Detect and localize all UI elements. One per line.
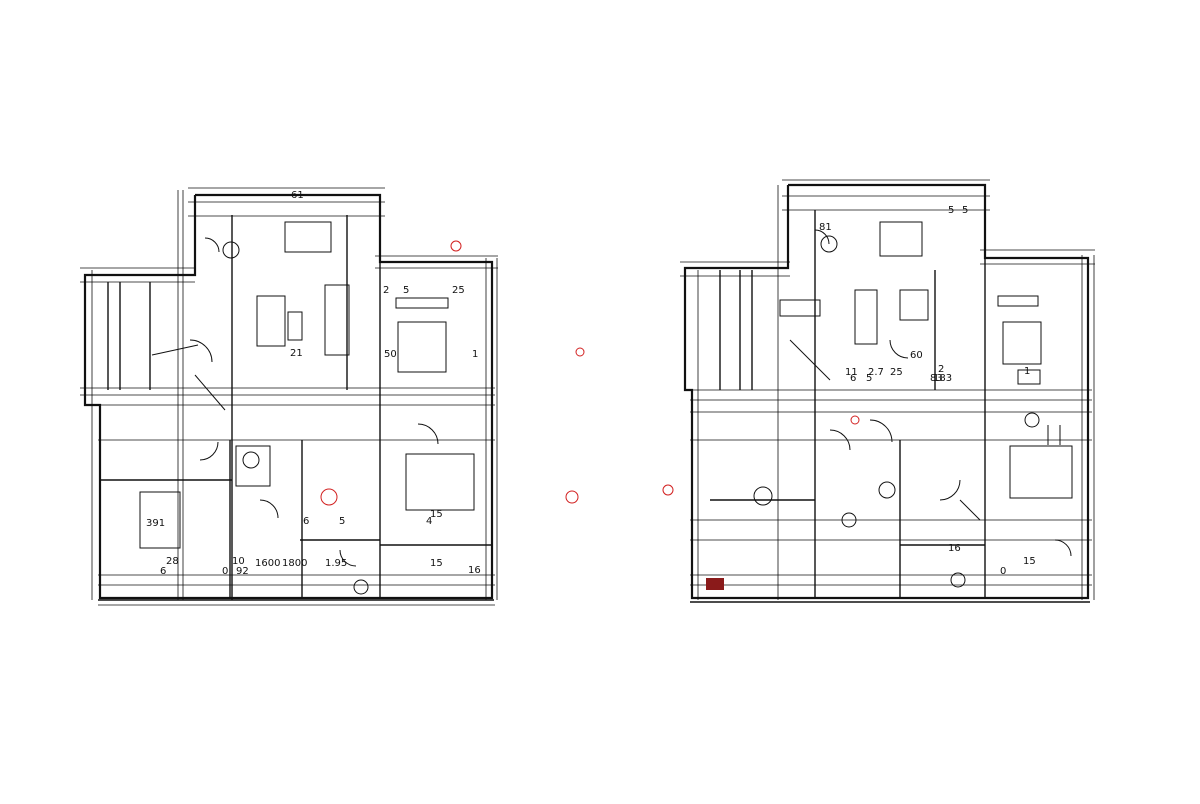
dimension-label: 5 [866, 373, 872, 384]
dimension-label: 183 [933, 373, 952, 384]
dimension-label: 92 [236, 566, 249, 577]
dimension-label: 0 [222, 566, 228, 577]
dimension-label: 5 [403, 285, 409, 296]
grid-marker-icon [878, 481, 896, 499]
floor-plan-right [565, 179, 1095, 603]
grid-marker-icon [841, 512, 857, 528]
dimension-label: 1600 [255, 558, 280, 569]
outer-walls-left [83, 193, 494, 601]
dimension-label: 60 [910, 350, 923, 361]
dimension-label: 1.95 [325, 558, 347, 569]
dimension-label: 83 [930, 373, 943, 384]
dimension-label: 28 [166, 556, 179, 567]
dimension-label: 81 [819, 222, 832, 233]
grid-marker-icon [850, 415, 860, 425]
grid-marker-icon [222, 241, 240, 259]
dimension-label: 2.7 [868, 367, 884, 378]
dimension-label: 1800 [282, 558, 307, 569]
dimension-label: 5 [339, 516, 345, 527]
dimension-lines-right [680, 179, 1095, 600]
grid-marker-icon [242, 451, 260, 469]
dimension-label: 0 [1000, 566, 1006, 577]
dimension-label: 6 [850, 373, 856, 384]
dimension-label: 391 [146, 518, 165, 529]
dimension-label: 16 [468, 565, 481, 576]
grid-marker-icon [662, 484, 674, 496]
red-stamp [706, 578, 724, 590]
dimension-label: 15 [1023, 556, 1036, 567]
fixtures-right [779, 221, 1073, 557]
dimension-label: 5 [948, 205, 954, 216]
grid-markers-left [222, 240, 585, 595]
dimension-label: 15 [430, 509, 443, 520]
dimension-lines-left [80, 187, 498, 606]
dimension-label: 25 [890, 367, 903, 378]
dimension-label: 11 [845, 367, 858, 378]
grid-markers-right [565, 235, 1040, 588]
grid-marker-icon [753, 486, 773, 506]
grid-marker-icon [820, 235, 838, 253]
dimension-label: 1 [472, 349, 478, 360]
grid-marker-icon [575, 347, 585, 357]
grid-marker-icon [450, 240, 462, 252]
dimension-label: 2 [938, 364, 944, 375]
dimension-label: 2 [383, 285, 389, 296]
grid-marker-icon [565, 490, 579, 504]
dimension-label: 15 [430, 558, 443, 569]
grid-marker-icon [353, 579, 369, 595]
dimension-label: 25 [452, 285, 465, 296]
dimension-label: 10 [232, 556, 245, 567]
interior-walls-right [710, 210, 986, 598]
dimension-label: 4 [426, 516, 432, 527]
outer-walls-right [683, 183, 1090, 603]
dimension-label: 50 [384, 349, 397, 360]
grid-marker-icon [950, 572, 966, 588]
dimension-label: 61 [291, 190, 304, 201]
grid-marker-icon [320, 488, 338, 506]
dimension-label: 21 [290, 348, 303, 359]
dimension-label: 6 [303, 516, 309, 527]
floor-plan-left [80, 187, 585, 606]
interior-walls-left [100, 215, 492, 600]
dimension-label: 16 [948, 543, 961, 554]
fixtures-left [139, 221, 475, 567]
dimension-label: 6 [160, 566, 166, 577]
dimension-label: 1 [1024, 366, 1030, 377]
grid-marker-icon [1024, 412, 1040, 428]
dimension-label: 5 [962, 205, 968, 216]
